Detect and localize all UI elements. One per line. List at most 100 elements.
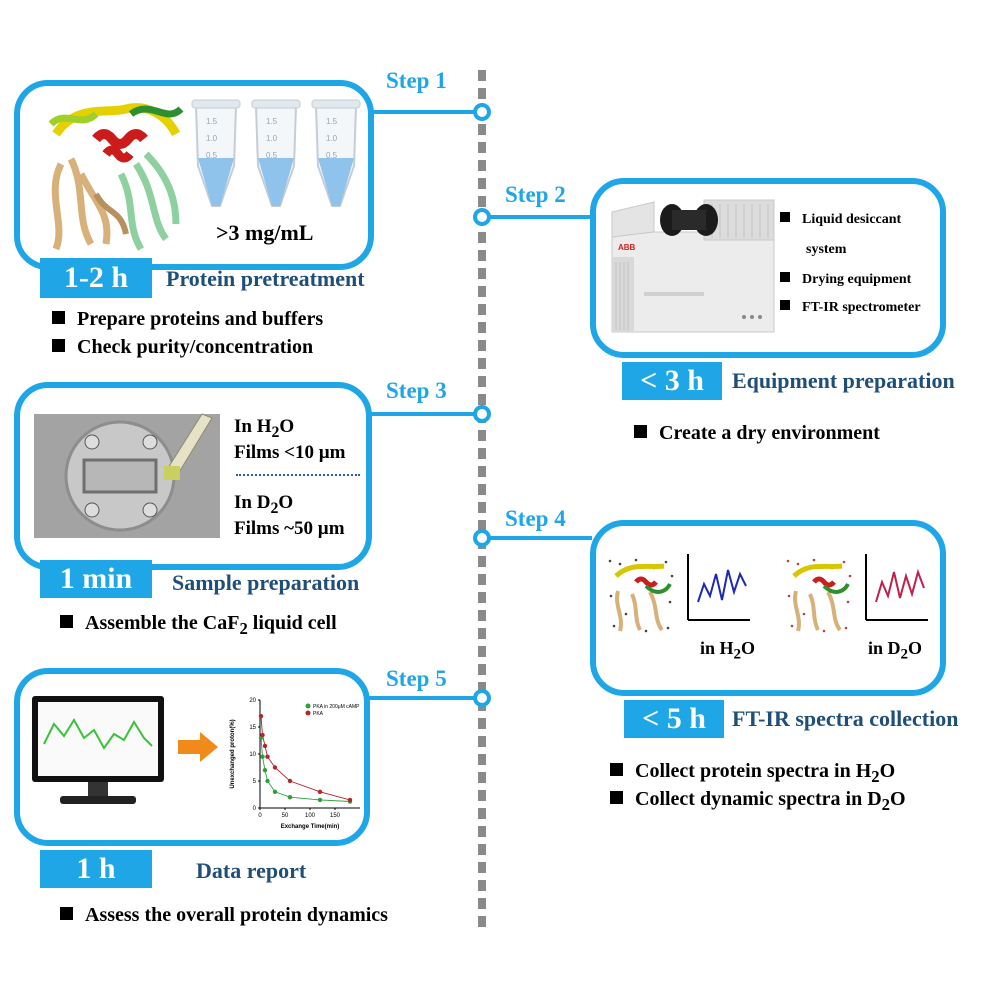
tube1-tick-1: 1.5 [206, 117, 218, 126]
bullet-square-icon [60, 907, 73, 920]
legend-swatch-series-2 [305, 710, 311, 716]
step1-bullet-1: Prepare proteins and buffers [52, 308, 323, 331]
tube1-tick-3: 0.5 [206, 151, 218, 160]
series-2-point-4 [272, 765, 278, 770]
chart-y-label: Unexchanged proton(%) [230, 719, 236, 788]
step4-label: Step 4 [505, 506, 566, 531]
spectrum-d2o-label: in D2O [868, 638, 923, 663]
dotted-divider [236, 474, 360, 476]
chart-curves [260, 716, 351, 802]
spectrum-h2o-plot [687, 554, 750, 621]
step5-title: Data report [196, 858, 307, 883]
x-tick-label-2: 100 [305, 813, 316, 819]
step3-h2o-films: Films <10 µm [234, 442, 346, 463]
series-1-point-4 [272, 789, 278, 794]
tube3-tick-1: 1.5 [326, 117, 338, 126]
step4-bullet-1: Collect protein spectra in H2O [610, 760, 895, 787]
protein-d2o-image [786, 558, 852, 633]
x-tick-label-0: 0 [258, 813, 262, 819]
legend-label-series-2: PKA [313, 711, 324, 717]
series-2-point-2 [262, 743, 268, 749]
step1-concentration: >3 mg/mL [216, 220, 314, 245]
series-1-point-2 [262, 768, 268, 773]
bullet-square-icon [780, 212, 790, 222]
series-2-curve [260, 716, 351, 801]
tube-1 [191, 99, 241, 207]
step1-title: Protein pretreatment [166, 266, 365, 291]
step2-bullet-1: Create a dry environment [634, 422, 880, 445]
series-1-curve [260, 737, 351, 802]
step4-time-badge: < 5 h [624, 700, 724, 738]
y-tick-label-3: 15 [249, 725, 256, 731]
bullet-square-icon [610, 791, 623, 804]
step4-bullet-2: Collect dynamic spectra in D2O [610, 788, 906, 815]
step2-title: Equipment preparation [732, 368, 955, 393]
series-2-point-3 [265, 754, 270, 759]
step4-title: FT-IR spectra collection [732, 706, 959, 731]
timeline-dashed-line [478, 70, 486, 930]
tube2-tick-2: 1.0 [266, 134, 278, 143]
series-2-point-7 [347, 797, 353, 803]
step3-time-badge: 1 min [40, 560, 152, 598]
caf2-liquid-cell-image [34, 413, 220, 538]
chart-x-label: Exchange Time(min) [281, 824, 340, 830]
step3-d2o-films: Films ~50 µm [234, 518, 345, 539]
bullet-square-icon [52, 311, 65, 324]
x-tick-label-3: 150 [330, 813, 341, 819]
arrow-right-icon [178, 732, 218, 762]
chart-legend: PKA in 200μM cAMP PKA [305, 703, 360, 717]
step5-time-badge: 1 h [40, 850, 152, 888]
y-tick-label-4: 20 [249, 698, 256, 704]
series-2-point-0 [258, 714, 264, 719]
chart-points [258, 714, 353, 804]
step1-label: Step 1 [386, 68, 447, 93]
series-1-point-6 [317, 797, 323, 803]
series-2-point-5 [287, 778, 293, 784]
step2-item-1: Liquid desiccant [780, 212, 901, 228]
ftir-spectrometer-image: ABB [611, 199, 775, 333]
step1-bullet-2: Check purity/concentration [52, 336, 313, 359]
bullet-square-icon [610, 763, 623, 776]
series-2-point-6 [317, 789, 323, 794]
tube2-tick-3: 0.5 [266, 151, 278, 160]
step2-item-3: FT-IR spectrometer [780, 300, 921, 316]
connector-step3 [370, 405, 491, 423]
bullet-square-icon [780, 272, 790, 282]
step2-panel: ABB Liquid desiccant system Drying equip… [590, 178, 946, 358]
tube2-tick-1: 1.5 [266, 117, 278, 126]
tube-3 [311, 99, 361, 207]
step3-h2o-label: In H2O [234, 416, 295, 441]
bullet-square-icon [52, 339, 65, 352]
x-tick-label-1: 50 [282, 813, 289, 819]
tube3-tick-2: 1.0 [326, 134, 338, 143]
sample-tubes-image: 1.5 1.0 0.5 1.5 1.0 0.5 1.5 1.0 0.5 [191, 99, 361, 207]
step5-bullet-1: Assess the overall protein dynamics [60, 904, 388, 927]
step3-label: Step 3 [386, 378, 447, 403]
step5-label: Step 5 [386, 666, 447, 691]
connector-step4 [473, 529, 592, 547]
tube1-tick-2: 1.0 [206, 134, 218, 143]
bullet-square-icon [60, 615, 73, 628]
protein-h2o-image [608, 558, 674, 633]
y-tick-label-2: 10 [249, 752, 256, 758]
step2-item-2: Drying equipment [780, 272, 911, 288]
bullet-square-icon [634, 425, 647, 438]
series-1-point-3 [265, 778, 270, 784]
y-tick-label-0: 0 [253, 806, 257, 812]
step3-panel: In H2O Films <10 µm In D2O Films ~50 µm [14, 382, 372, 570]
step1-panel: 1.5 1.0 0.5 1.5 1.0 0.5 1.5 1.0 0.5 >3 m… [14, 80, 374, 270]
step2-time-badge: < 3 h [622, 362, 722, 400]
y-tick-label-1: 5 [253, 779, 257, 785]
step3-title: Sample preparation [172, 570, 360, 595]
step1-time-badge: 1-2 h [40, 258, 152, 298]
tube3-tick-3: 0.5 [326, 151, 338, 160]
chart-ticks: 0 50 100 150 0 5 10 15 20 [249, 698, 340, 819]
step2-item-1-cont: system [806, 242, 847, 257]
bullet-square-icon [780, 300, 790, 310]
step2-label: Step 2 [505, 182, 566, 207]
step4-panel: in H2O in D2O [590, 520, 946, 696]
instrument-brand: ABB [618, 243, 636, 252]
